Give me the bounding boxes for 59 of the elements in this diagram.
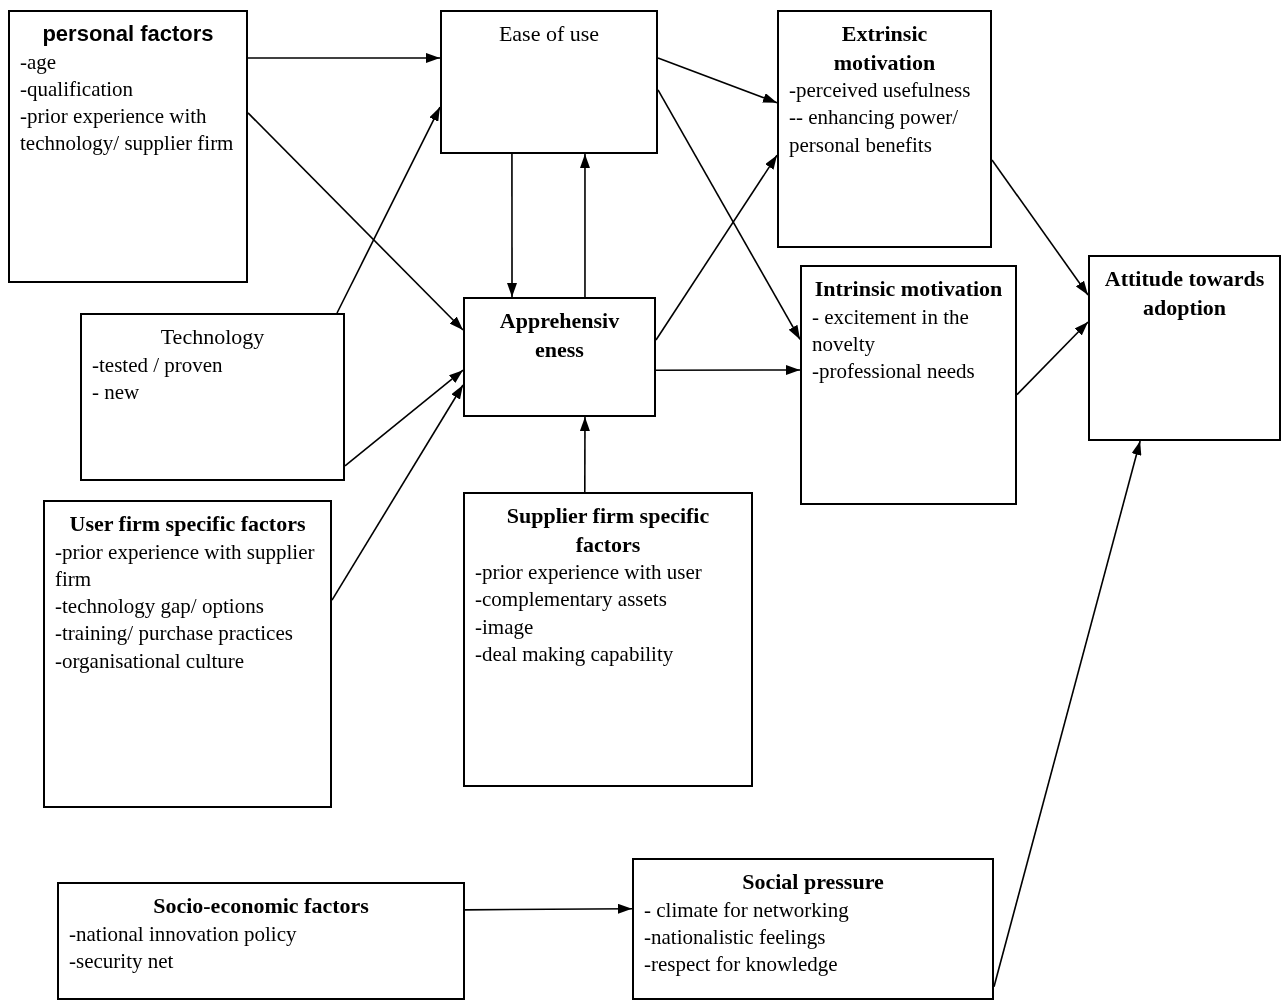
factor-item: -training/ purchase practices xyxy=(55,620,294,648)
factor-item: -respect for knowledge xyxy=(644,951,839,979)
factor-item: -image xyxy=(475,613,535,641)
factor-item: -prior experience with technology/ supplier firm xyxy=(20,103,235,158)
factor-box xyxy=(8,10,248,283)
factor-item: -security net xyxy=(69,947,175,975)
factor-item: -tested / proven xyxy=(92,351,224,379)
factor-box xyxy=(440,10,658,154)
box-title: Attitude towards adoption xyxy=(1103,265,1266,322)
factor-item: -complementary assets xyxy=(475,586,668,614)
factor-item: -professional needs xyxy=(812,358,976,386)
arrow xyxy=(579,416,590,493)
factor-box xyxy=(632,858,994,1000)
arrow xyxy=(247,52,441,63)
arrow xyxy=(991,159,1089,296)
arrow xyxy=(655,365,801,375)
outcome-box xyxy=(1088,255,1281,441)
factor-box xyxy=(463,297,656,417)
factor-item: -- enhancing power/ personal benefits xyxy=(789,104,960,159)
factor-box xyxy=(80,313,345,481)
factor-item: -deal making capability xyxy=(475,641,675,669)
factor-box xyxy=(777,10,992,248)
factor-item: - new xyxy=(92,378,141,406)
factor-item: -organisational culture xyxy=(55,647,246,675)
arrow xyxy=(344,369,464,467)
box-title: Supplier firm specific factors xyxy=(505,502,711,559)
factor-item: -prior experience with user xyxy=(475,559,703,587)
factor-box xyxy=(57,882,465,1000)
arrow xyxy=(1016,321,1089,396)
factor-item: -prior experience with supplier firm xyxy=(55,538,316,593)
box-title: Socio-economic factors xyxy=(152,892,370,920)
factor-box xyxy=(463,492,753,787)
arrow xyxy=(655,154,778,341)
arrow xyxy=(464,903,633,914)
arrow xyxy=(247,112,464,331)
arrow xyxy=(507,153,517,298)
box-title: Ease of use xyxy=(497,20,601,48)
arrow xyxy=(657,89,801,341)
factor-item: - excitement in the novelty xyxy=(812,303,970,358)
factor-box xyxy=(43,500,332,808)
factor-box xyxy=(800,265,1017,505)
box-title: Apprehensiv eness xyxy=(498,307,621,364)
factor-item: -technology gap/ options xyxy=(55,593,265,621)
arrow xyxy=(336,106,441,314)
box-title: Intrinsic motivation xyxy=(813,275,1004,303)
factor-item: -qualification xyxy=(20,75,135,103)
box-title: personal factors xyxy=(41,20,215,48)
factor-item: -nationalistic feelings xyxy=(644,923,827,951)
factor-item: -national innovation policy xyxy=(69,920,298,948)
box-title: Social pressure xyxy=(741,868,885,896)
arrow xyxy=(331,384,464,601)
box-title: Technology xyxy=(159,323,266,351)
arrow xyxy=(657,57,778,104)
factor-item: - climate for networking xyxy=(644,896,850,924)
box-title: Extrinsic motivation xyxy=(832,20,937,77)
arrow xyxy=(579,153,590,298)
box-title: User firm specific factors xyxy=(68,510,307,538)
factor-item: -age xyxy=(20,48,58,76)
factor-item: -perceived usefulness xyxy=(789,77,972,105)
